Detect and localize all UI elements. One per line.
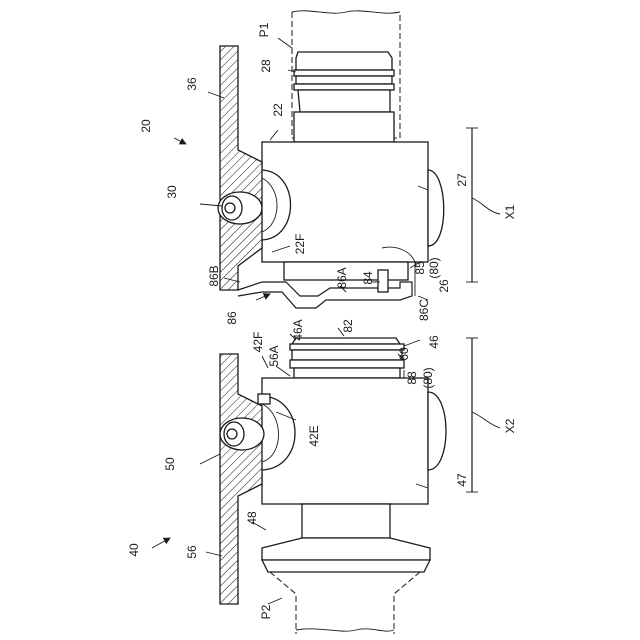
label-86A: 86A xyxy=(335,267,349,288)
label-86C: 86C xyxy=(417,299,431,321)
label-30: 30 xyxy=(165,185,179,199)
label-20: 20 xyxy=(139,119,153,133)
label-22: 22 xyxy=(271,103,285,117)
label-85: 85 xyxy=(413,261,427,275)
label-27: 27 xyxy=(455,173,469,187)
nozzle-48 xyxy=(262,504,430,572)
label-88: 88 xyxy=(405,371,419,385)
pipe-p2-outline xyxy=(270,572,420,634)
label-P2: P2 xyxy=(259,604,273,619)
label-86B: 86B xyxy=(207,265,221,286)
label-36: 36 xyxy=(185,77,199,91)
label-56A: 56A xyxy=(267,345,281,366)
label-42E: 42E xyxy=(307,425,321,446)
label-86: 86 xyxy=(225,311,239,325)
nozzle-28 xyxy=(294,52,394,142)
label-48: 48 xyxy=(245,511,259,525)
label-82: 82 xyxy=(341,319,355,333)
label-85-80: (80) xyxy=(427,257,441,278)
label-47: 47 xyxy=(455,473,469,487)
label-P1: P1 xyxy=(257,22,271,37)
label-22F: 22F xyxy=(293,234,307,255)
label-88-80: (80) xyxy=(421,367,435,388)
label-26: 26 xyxy=(437,279,451,293)
upper-connector-assembly xyxy=(218,11,444,308)
label-40: 40 xyxy=(127,543,141,557)
label-60: 60 xyxy=(397,347,411,361)
upper-body-22 xyxy=(262,142,444,262)
label-28: 28 xyxy=(259,59,273,73)
label-46A: 46A xyxy=(291,319,305,340)
fastener-50 xyxy=(220,418,264,450)
mount-plate-56 xyxy=(220,354,262,604)
mount-plate-36 xyxy=(220,46,262,290)
axis-x1 xyxy=(466,128,500,282)
label-46: 46 xyxy=(427,335,441,349)
axis-x2 xyxy=(466,338,500,492)
label-84: 84 xyxy=(361,271,375,285)
label-X2: X2 xyxy=(503,418,517,433)
label-50: 50 xyxy=(163,457,177,471)
lower-body xyxy=(258,378,446,504)
ring-stack-46 xyxy=(290,338,404,378)
fastener-30 xyxy=(218,192,262,224)
label-42F: 42F xyxy=(251,332,265,353)
label-56: 56 xyxy=(185,545,199,559)
label-X1: X1 xyxy=(503,204,517,219)
